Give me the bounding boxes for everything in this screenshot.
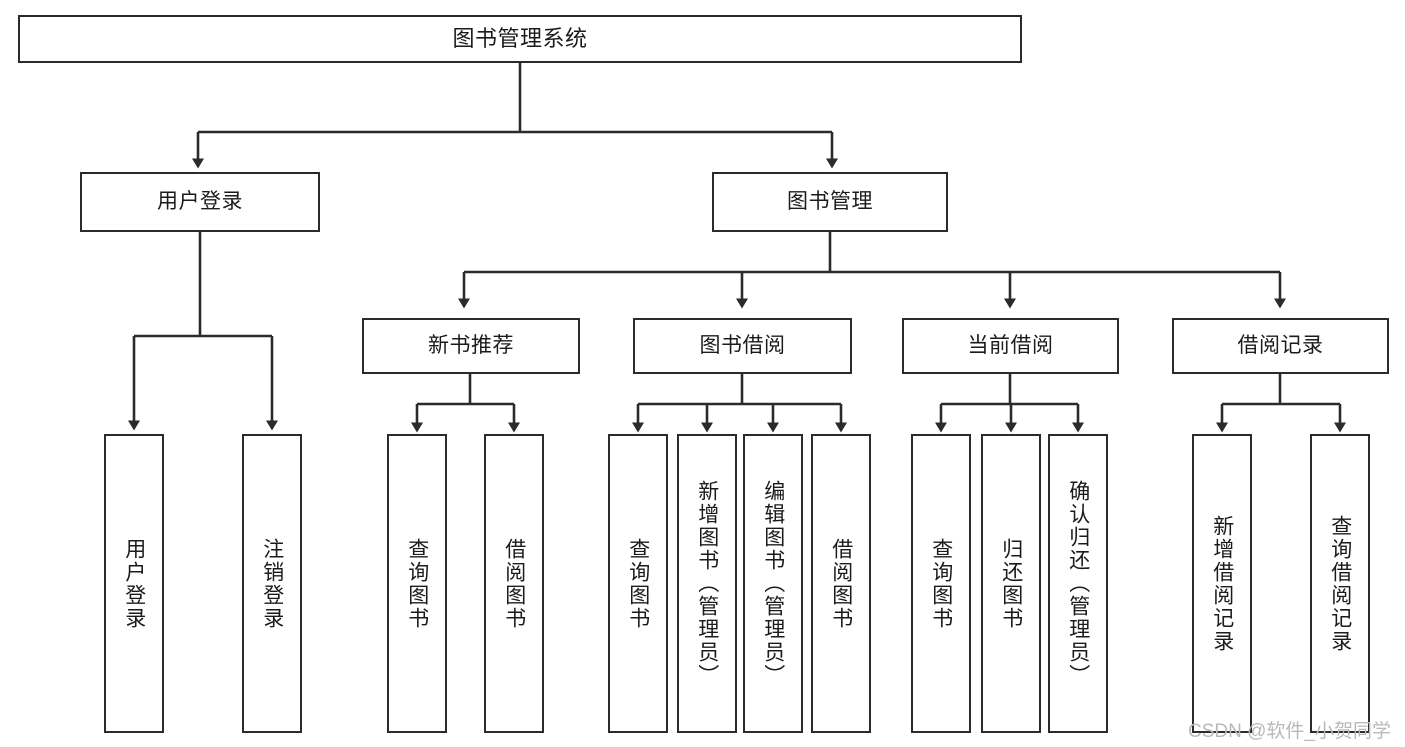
node-borrow-record-label: 借阅记录 [1237,333,1324,357]
leaf-query-book-current-label: 查询图书 [929,537,953,630]
node-root-label: 图书管理系统 [452,26,588,52]
leaf-borrow-book-recommend-label: 借阅图书 [502,537,526,630]
node-borrow-record[interactable]: 借阅记录 [1172,318,1389,374]
leaf-query-book-borrow-label: 查询图书 [626,537,650,630]
leaf-borrow-book-recommend[interactable]: 借阅图书 [484,434,544,733]
node-user-login-label: 用户登录 [157,189,243,213]
leaf-logout[interactable]: 注销登录 [242,434,302,733]
node-book-borrow[interactable]: 图书借阅 [633,318,852,374]
node-new-book-recommend[interactable]: 新书推荐 [362,318,580,374]
leaf-user-login-label: 用户登录 [122,537,146,630]
leaf-return-book[interactable]: 归还图书 [981,434,1041,733]
leaf-add-borrow-record[interactable]: 新增借阅记录 [1192,434,1252,733]
leaf-borrow-book-label: 借阅图书 [829,537,853,630]
leaf-add-book[interactable]: 新增图书（管理员） [677,434,737,733]
node-book-borrow-label: 图书借阅 [699,333,786,357]
leaf-confirm-return[interactable]: 确认归还（管理员） [1048,434,1108,733]
node-user-login[interactable]: 用户登录 [80,172,320,232]
leaf-query-borrow-record-label: 查询借阅记录 [1328,514,1352,653]
node-root[interactable]: 图书管理系统 [18,15,1022,63]
leaf-add-book-label: 新增图书（管理员） [695,480,719,687]
leaf-edit-book-label: 编辑图书（管理员） [761,480,785,687]
leaf-query-book-recommend[interactable]: 查询图书 [387,434,447,733]
node-current-borrow-label: 当前借阅 [967,333,1054,357]
leaf-confirm-return-label: 确认归还（管理员） [1066,480,1090,687]
leaf-query-book-recommend-label: 查询图书 [405,537,429,630]
watermark: CSDN @软件_小贺同学 [1188,721,1391,742]
leaf-query-book-current[interactable]: 查询图书 [911,434,971,733]
leaf-user-login[interactable]: 用户登录 [104,434,164,733]
node-book-manage-label: 图书管理 [787,189,873,213]
leaf-add-borrow-record-label: 新增借阅记录 [1210,514,1234,653]
leaf-return-book-label: 归还图书 [999,537,1023,630]
node-book-manage[interactable]: 图书管理 [712,172,948,232]
node-new-book-recommend-label: 新书推荐 [428,333,514,357]
leaf-query-book-borrow[interactable]: 查询图书 [608,434,668,733]
node-current-borrow[interactable]: 当前借阅 [902,318,1119,374]
leaf-edit-book[interactable]: 编辑图书（管理员） [743,434,803,733]
leaf-query-borrow-record[interactable]: 查询借阅记录 [1310,434,1370,733]
leaf-logout-label: 注销登录 [260,537,284,630]
leaf-borrow-book[interactable]: 借阅图书 [811,434,871,733]
